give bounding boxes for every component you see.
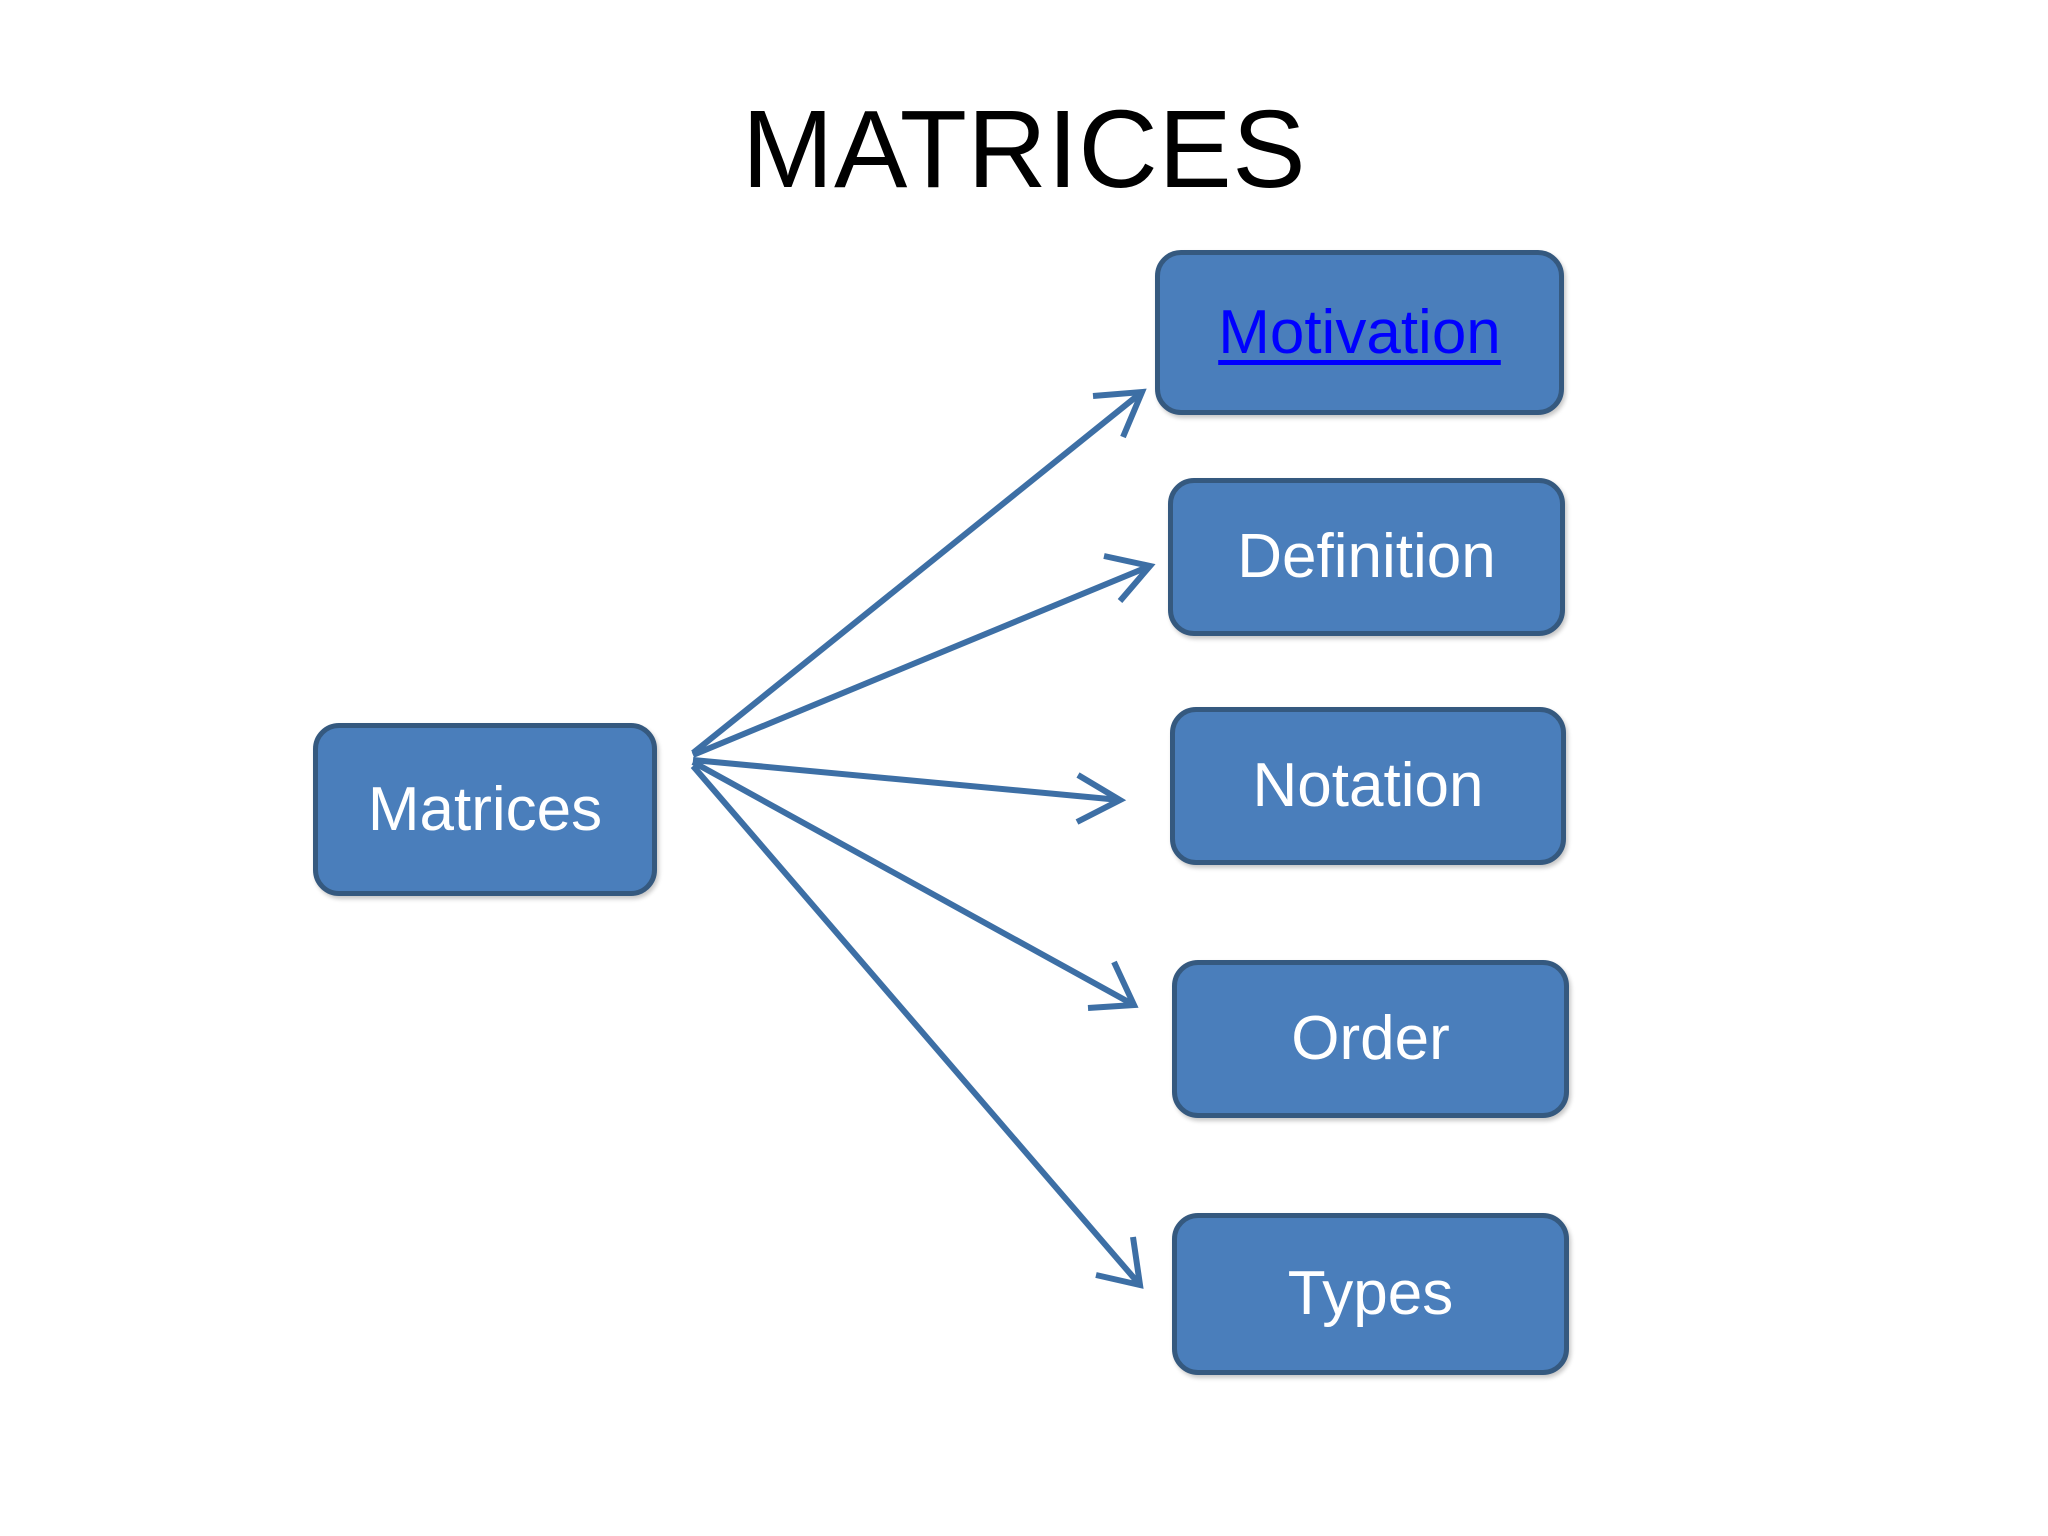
connector-to-order bbox=[691, 759, 1139, 1011]
connector-to-motivation bbox=[691, 388, 1147, 756]
connector-to-notation bbox=[692, 757, 1127, 825]
node-order[interactable]: Order bbox=[1172, 960, 1569, 1118]
node-notation[interactable]: Notation bbox=[1170, 707, 1566, 865]
node-notation-label: Notation bbox=[1252, 751, 1484, 820]
node-types[interactable]: Types bbox=[1172, 1213, 1569, 1375]
connector-to-types bbox=[690, 764, 1144, 1289]
node-motivation-link[interactable]: Motivation bbox=[1218, 297, 1501, 367]
node-matrices-label: Matrices bbox=[367, 774, 603, 844]
node-types-label: Types bbox=[1287, 1259, 1454, 1328]
node-definition-label: Definition bbox=[1237, 522, 1496, 591]
node-definition[interactable]: Definition bbox=[1168, 478, 1565, 636]
connector-to-definition bbox=[691, 553, 1156, 758]
node-matrices[interactable]: Matrices bbox=[313, 723, 657, 896]
node-motivation[interactable]: Motivation bbox=[1155, 250, 1564, 415]
node-order-label: Order bbox=[1291, 1004, 1450, 1073]
page-title: MATRICES bbox=[741, 88, 1307, 211]
